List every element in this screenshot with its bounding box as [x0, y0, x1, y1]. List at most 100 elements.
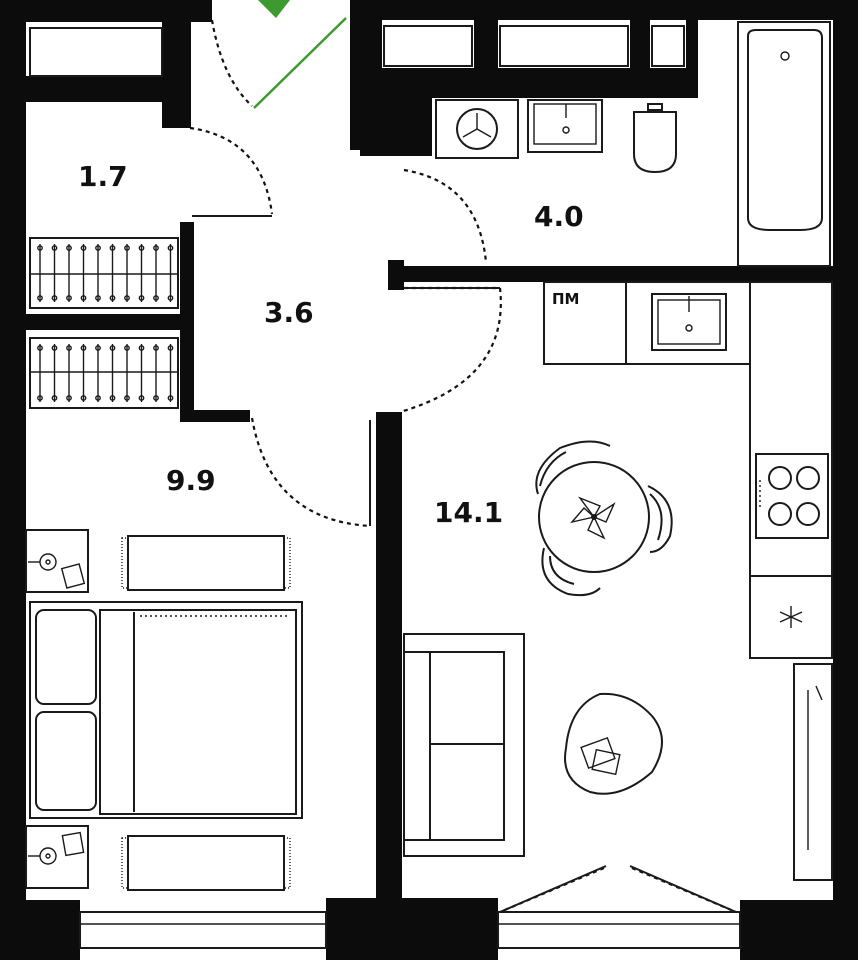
hanger-hook — [80, 295, 87, 301]
nightstand-bottom — [25, 825, 89, 889]
kitchen-sink — [651, 293, 727, 351]
bathroom-sink — [527, 99, 603, 153]
wardrobe-storage — [29, 237, 179, 409]
bed — [29, 601, 303, 819]
kitchen: ПМ — [543, 281, 833, 881]
rug-bottom — [127, 835, 285, 891]
hanger-hook — [80, 245, 87, 251]
wall-closet-divider — [180, 222, 194, 334]
wall-niche-d — [686, 20, 698, 98]
dining-set — [535, 440, 673, 597]
area-labels: 1.7 3.6 4.0 9.9 14.1 — [78, 160, 584, 529]
door-bathroom — [403, 168, 488, 263]
closet-lower — [29, 337, 179, 409]
hanger-hook — [66, 345, 72, 351]
hanger-hook — [167, 245, 174, 251]
hanger-hook — [51, 245, 58, 251]
toilet — [633, 103, 677, 174]
washing-machine — [435, 99, 519, 159]
hanger-hook — [167, 295, 174, 301]
hanger-hook — [153, 345, 159, 351]
hanger-hook — [37, 295, 43, 301]
doors — [189, 126, 737, 914]
hanger-hook — [167, 345, 174, 351]
hanger-hook — [66, 395, 72, 401]
door-kitchen — [399, 286, 502, 414]
dishwasher-label: ПМ — [552, 290, 579, 308]
hanger-hook — [138, 245, 145, 251]
windows — [29, 25, 741, 949]
hangers-upper — [37, 244, 174, 302]
hanger-hook — [153, 245, 159, 251]
entry-door-arc — [210, 19, 253, 107]
entrance — [210, 0, 347, 109]
wardrobe-living — [793, 663, 833, 881]
rug-top — [127, 535, 285, 591]
hanger-hook — [109, 245, 116, 251]
hanger-hook — [66, 245, 72, 251]
area-hall: 3.6 — [264, 296, 314, 329]
hanger-hook — [124, 245, 130, 251]
hanger-hook — [138, 345, 145, 351]
window-living — [497, 911, 741, 949]
wall-top-right — [350, 0, 858, 20]
wall-bedroom-door-left — [180, 410, 250, 422]
hanger-hook — [37, 395, 43, 401]
entrance-line — [253, 17, 347, 109]
hanger-hook — [109, 395, 116, 401]
chair-bottom — [541, 547, 601, 597]
wall-wardrobe-post — [162, 0, 191, 128]
wall-bath-kitchen-stub — [388, 260, 404, 290]
hangers-lower — [37, 344, 174, 402]
hanger-hook — [153, 295, 159, 301]
hanger-hook — [138, 295, 145, 301]
hanger-hook — [167, 395, 174, 401]
bathroom-fixtures — [435, 21, 831, 267]
hanger-hook — [51, 345, 58, 351]
wall-bedroom-hall — [180, 334, 194, 418]
hanger-hook — [51, 295, 58, 301]
lamp-icon — [28, 553, 57, 571]
hanger-hook — [95, 295, 101, 301]
hanger-hook — [124, 395, 130, 401]
fridge — [749, 575, 833, 659]
wall-closet-mid — [26, 314, 194, 330]
hanger-hook — [80, 395, 87, 401]
area-bedroom: 9.9 — [166, 464, 216, 497]
niche-1 — [383, 25, 473, 67]
kitchen-counter — [749, 281, 833, 659]
area-living-kitchen: 14.1 — [434, 496, 503, 529]
hanger-hook — [153, 395, 159, 401]
closet-upper — [29, 237, 179, 309]
bathtub — [737, 21, 831, 267]
washing-machine-icon — [456, 108, 498, 150]
niche-2 — [499, 25, 629, 67]
bedroom-furniture — [25, 529, 303, 891]
green-arrow-icon — [258, 0, 290, 18]
nightstand-top — [25, 529, 89, 593]
hanger-hook — [37, 245, 43, 251]
window-bedroom — [79, 911, 327, 949]
hanger-hook — [95, 245, 101, 251]
wall-right — [833, 0, 858, 960]
wall-bath-kitchen — [388, 266, 858, 282]
wall-niche-c — [630, 20, 650, 80]
dining-table — [538, 461, 650, 573]
chair-top — [535, 440, 611, 495]
chair-right — [647, 485, 673, 553]
window-top-left — [29, 27, 163, 77]
wall-bedroom-living — [376, 412, 402, 912]
hanger-hook — [80, 345, 87, 351]
sofa — [403, 633, 525, 857]
wall-bath-block — [360, 96, 432, 156]
wall-top-left — [0, 0, 212, 22]
hanger-hook — [95, 345, 101, 351]
door-wardrobe — [189, 126, 274, 215]
hanger-hook — [124, 295, 130, 301]
hanger-hook — [109, 295, 116, 301]
coffee-table — [564, 692, 663, 795]
hanger-hook — [124, 345, 130, 351]
flower-decor — [570, 496, 616, 540]
